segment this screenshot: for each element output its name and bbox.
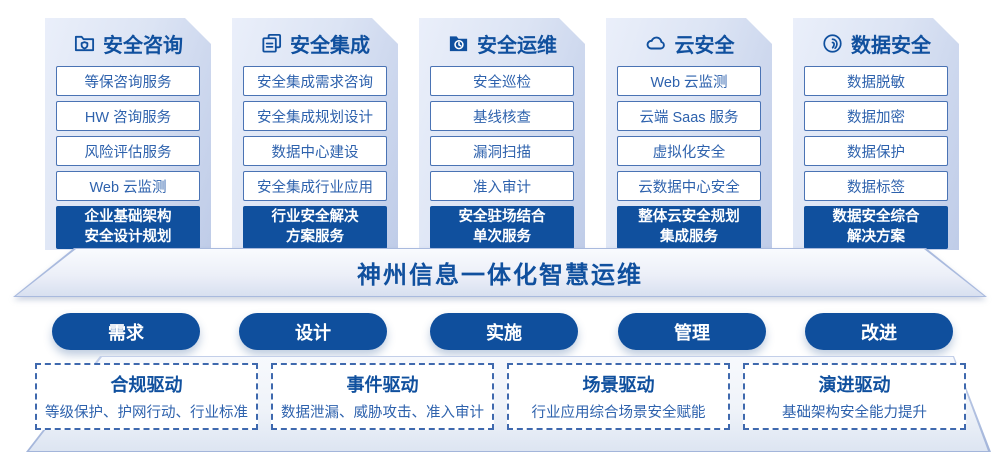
panel-header: 安全运维 bbox=[427, 30, 577, 57]
category-panel-data-security: 数据安全 数据脱敏 数据加密 数据保护 数据标签 数据安全综合 解决方案 bbox=[793, 18, 959, 250]
footer-line: 行业安全解决 bbox=[271, 208, 359, 225]
driver-desc: 行业应用综合场景安全赋能 bbox=[531, 405, 706, 421]
category-title: 云安全 bbox=[674, 34, 735, 57]
service-item: 数据加密 bbox=[804, 101, 948, 131]
category-title: 安全集成 bbox=[290, 34, 370, 57]
footer-line: 整体云安全规划 bbox=[638, 208, 740, 225]
service-item: 数据脱敏 bbox=[804, 66, 948, 96]
panel-header: 云安全 bbox=[614, 30, 764, 57]
driver-box-evolution: 演进驱动 基础架构安全能力提升 bbox=[743, 363, 966, 430]
service-item: 漏洞扫描 bbox=[430, 136, 574, 166]
process-pill-design: 设计 bbox=[239, 313, 387, 350]
process-pill-requirement: 需求 bbox=[52, 313, 200, 350]
category-footer: 数据安全综合 解决方案 bbox=[804, 206, 948, 249]
service-item: 云数据中心安全 bbox=[617, 171, 761, 201]
service-item: 风险评估服务 bbox=[56, 136, 200, 166]
category-title: 安全咨询 bbox=[103, 34, 183, 57]
panel-header: 数据安全 bbox=[801, 30, 951, 57]
banner-face: 神州信息一体化智慧运维 bbox=[16, 249, 984, 296]
driver-desc: 基础架构安全能力提升 bbox=[782, 405, 927, 421]
category-footer: 企业基础架构 安全设计规划 bbox=[56, 206, 200, 249]
driver-box-scenario: 场景驱动 行业应用综合场景安全赋能 bbox=[507, 363, 730, 430]
service-item: Web 云监测 bbox=[56, 171, 200, 201]
folder-clock-icon bbox=[447, 32, 470, 55]
footer-line: 企业基础架构 bbox=[84, 208, 172, 225]
driver-desc: 数据泄漏、威胁攻击、准入审计 bbox=[281, 405, 484, 421]
service-item: 基线核查 bbox=[430, 101, 574, 131]
category-panel-security-operations: 安全运维 安全巡检 基线核查 漏洞扫描 准入审计 安全驻场结合 单次服务 bbox=[419, 18, 585, 250]
service-item: Web 云监测 bbox=[617, 66, 761, 96]
driver-title: 事件驱动 bbox=[346, 375, 419, 395]
category-footer: 安全驻场结合 单次服务 bbox=[430, 206, 574, 249]
driver-title: 场景驱动 bbox=[582, 375, 655, 395]
service-item: 准入审计 bbox=[430, 171, 574, 201]
footer-line: 解决方案 bbox=[847, 228, 905, 245]
footer-line: 方案服务 bbox=[286, 228, 344, 245]
driver-title: 合规驱动 bbox=[110, 375, 183, 395]
driver-title: 演进驱动 bbox=[818, 375, 891, 395]
category-panel-security-consulting: 安全咨询 等保咨询服务 HW 咨询服务 风险评估服务 Web 云监测 企业基础架… bbox=[45, 18, 211, 250]
footer-line: 集成服务 bbox=[660, 228, 718, 245]
footer-line: 数据安全综合 bbox=[832, 208, 920, 225]
panel-header: 安全咨询 bbox=[53, 30, 203, 57]
driver-desc: 等级保护、护网行动、行业标准 bbox=[45, 405, 248, 421]
service-item: 数据保护 bbox=[804, 136, 948, 166]
service-item: 安全集成规划设计 bbox=[243, 101, 387, 131]
platform-banner: 神州信息一体化智慧运维 bbox=[0, 248, 1000, 298]
process-pill-improvement: 改进 bbox=[805, 313, 953, 350]
process-pill-implementation: 实施 bbox=[430, 313, 578, 350]
service-item: 安全集成需求咨询 bbox=[243, 66, 387, 96]
fingerprint-icon bbox=[821, 32, 844, 55]
service-item: HW 咨询服务 bbox=[56, 101, 200, 131]
category-title: 数据安全 bbox=[851, 34, 931, 57]
service-item: 虚拟化安全 bbox=[617, 136, 761, 166]
service-item: 安全巡检 bbox=[430, 66, 574, 96]
service-item: 数据标签 bbox=[804, 171, 948, 201]
footer-line: 安全驻场结合 bbox=[458, 208, 546, 225]
service-item: 数据中心建设 bbox=[243, 136, 387, 166]
service-item: 云端 Saas 服务 bbox=[617, 101, 761, 131]
service-item: 安全集成行业应用 bbox=[243, 171, 387, 201]
service-item: 等保咨询服务 bbox=[56, 66, 200, 96]
documents-icon bbox=[260, 32, 283, 55]
driver-box-incident: 事件驱动 数据泄漏、威胁攻击、准入审计 bbox=[271, 363, 494, 430]
category-footer: 整体云安全规划 集成服务 bbox=[617, 206, 761, 249]
footer-line: 单次服务 bbox=[473, 228, 531, 245]
banner-title: 神州信息一体化智慧运维 bbox=[357, 262, 643, 289]
panel-header: 安全集成 bbox=[240, 30, 390, 57]
folder-shield-icon bbox=[73, 32, 96, 55]
driver-box-compliance: 合规驱动 等级保护、护网行动、行业标准 bbox=[35, 363, 258, 430]
category-footer: 行业安全解决 方案服务 bbox=[243, 206, 387, 249]
cloud-icon bbox=[644, 31, 668, 55]
process-pill-management: 管理 bbox=[618, 313, 766, 350]
category-title: 安全运维 bbox=[477, 34, 557, 57]
category-panel-cloud-security: 云安全 Web 云监测 云端 Saas 服务 虚拟化安全 云数据中心安全 整体云… bbox=[606, 18, 772, 250]
footer-line: 安全设计规划 bbox=[84, 228, 172, 245]
category-panel-security-integration: 安全集成 安全集成需求咨询 安全集成规划设计 数据中心建设 安全集成行业应用 行… bbox=[232, 18, 398, 250]
